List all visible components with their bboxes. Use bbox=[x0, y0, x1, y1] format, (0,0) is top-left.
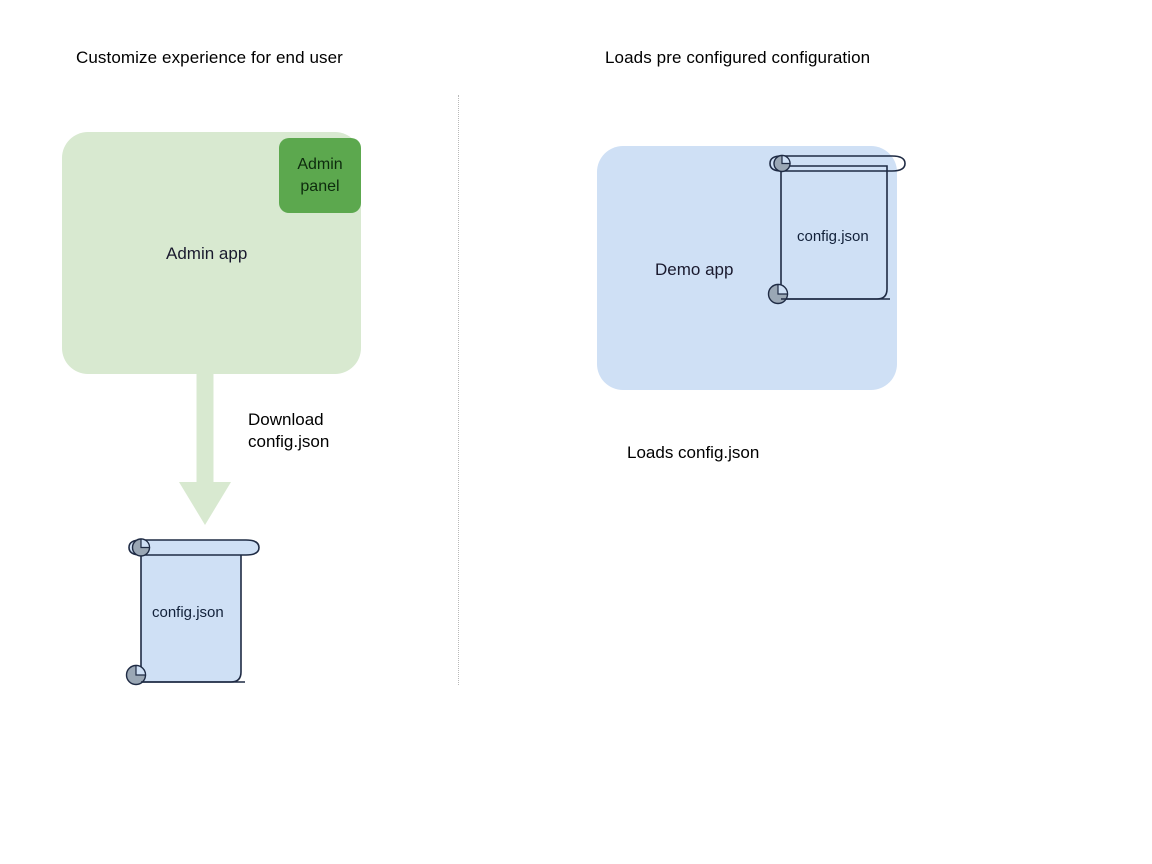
demo-app-label: Demo app bbox=[655, 260, 734, 279]
left-column-heading: Customize experience for end user bbox=[76, 48, 343, 67]
admin-panel-box[interactable]: Admin panel bbox=[279, 138, 361, 213]
demo-app-box bbox=[597, 146, 897, 390]
loads-config-caption: Loads config.json bbox=[627, 443, 760, 462]
admin-app-label: Admin app bbox=[166, 244, 248, 263]
scroll-icon bbox=[120, 527, 280, 692]
vertical-dotted-divider bbox=[458, 95, 459, 685]
scroll-icon bbox=[767, 152, 922, 317]
scroll-left-label: config.json bbox=[152, 604, 224, 621]
admin-panel-label: Admin panel bbox=[297, 155, 343, 195]
download-arrow-label: Download config.json bbox=[248, 410, 330, 451]
scroll-right-label: config.json bbox=[797, 228, 869, 245]
arrow-down-icon bbox=[178, 374, 232, 526]
right-column-heading: Loads pre configured configuration bbox=[605, 48, 871, 67]
